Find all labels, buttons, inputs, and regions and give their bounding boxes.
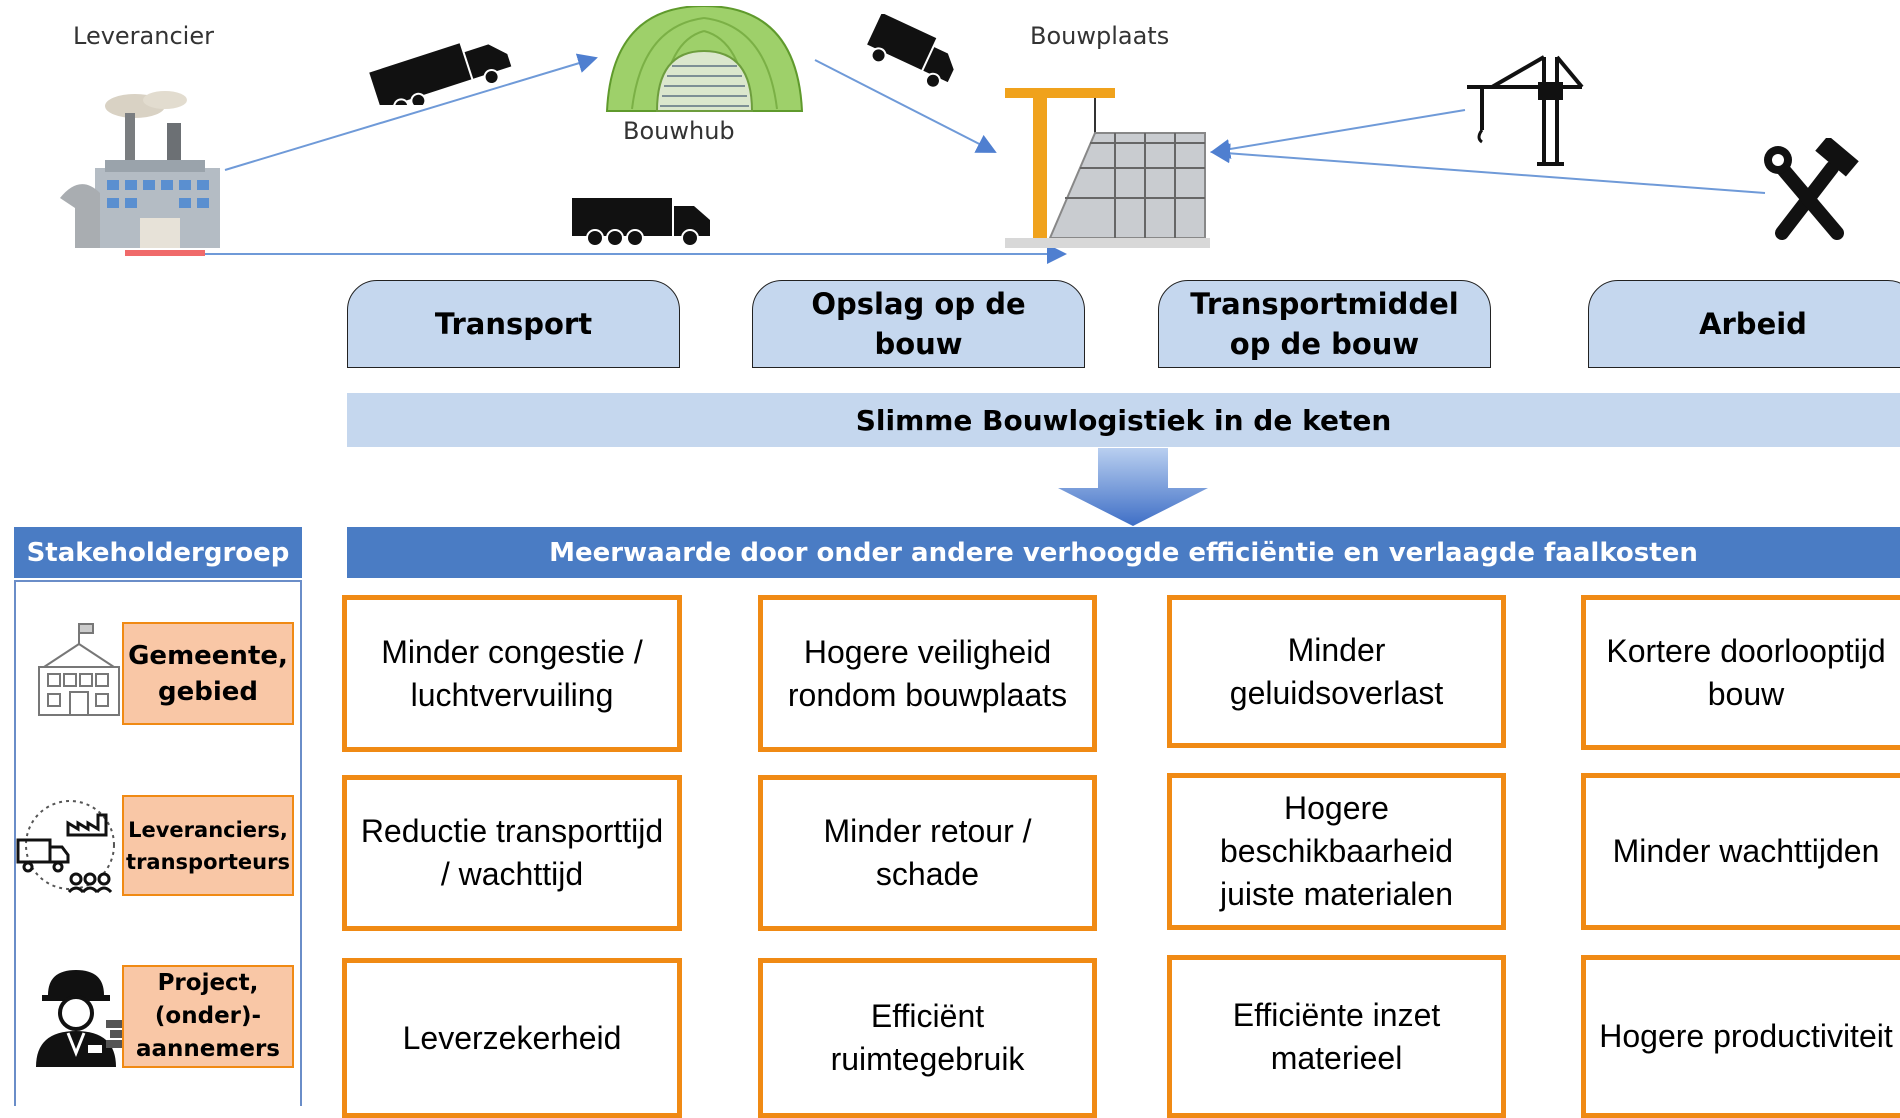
tab-transport[interactable]: Transport: [347, 280, 680, 368]
stakeholder-header: Stakeholdergroep: [14, 527, 302, 578]
stakeholder-gemeente: Gemeente, gebied: [122, 622, 294, 725]
truck-icon: [572, 198, 710, 247]
value-cell: Reductie transporttijd / wachttijd: [342, 775, 682, 931]
value-cell: Minder congestie / luchtvervuiling: [342, 595, 682, 752]
tools-to-site-line: [1210, 143, 1766, 194]
value-cell: Hogere productiviteit: [1581, 955, 1900, 1118]
hub-to-site-line: [814, 59, 997, 153]
town-hall-icon: [38, 623, 120, 716]
value-cell: Hogere beschikbaarheid juiste materialen: [1167, 773, 1506, 930]
value-cell: Minder geluidsoverlast: [1167, 595, 1506, 748]
supplier-label: Leverancier: [73, 22, 214, 50]
crane-to-site-line: [1210, 109, 1466, 159]
supplier-to-hub-line: [224, 53, 598, 171]
logistics-icon: [16, 800, 115, 894]
stakeholder-panel: [14, 580, 302, 1106]
tab-transportmiddel[interactable]: Transportmiddel op de bouw: [1158, 280, 1491, 368]
stakeholder-leveranciers: Leveranciers, transporteurs: [122, 795, 294, 896]
truck-icon: [369, 43, 512, 105]
value-cell: Hogere veiligheid rondom bouwplaats: [758, 595, 1097, 752]
tab-opslag[interactable]: Opslag op de bouw: [752, 280, 1085, 368]
value-cell: Minder retour / schade: [758, 775, 1097, 931]
worker-icon: [36, 970, 126, 1067]
stakeholder-project: Project, (onder)-aannemers: [122, 965, 294, 1068]
hub-label: Bouwhub: [623, 117, 735, 145]
factory-icon: [60, 91, 220, 256]
value-cell: Minder wachttijden: [1581, 773, 1900, 930]
value-cell: Kortere doorlooptijd bouw: [1581, 595, 1900, 750]
down-arrow-icon: [1058, 448, 1208, 526]
flow-lines: [140, 53, 1766, 264]
crane-icon: [1467, 55, 1584, 166]
value-cell: Efficiënt ruimtegebruik: [758, 958, 1097, 1118]
site-label: Bouwplaats: [1030, 22, 1170, 50]
chain-band: Slimme Bouwlogistiek in de keten: [347, 393, 1900, 447]
value-cell: Leverzekerheid: [342, 958, 682, 1118]
value-header: Meerwaarde door onder andere verhoogde e…: [347, 527, 1900, 578]
construction-site-icon: [1005, 88, 1210, 248]
value-cell: Efficiënte inzet materieel: [1167, 955, 1506, 1118]
truck-icon: [867, 14, 954, 89]
hangar-icon: [605, 6, 804, 112]
tab-arbeid[interactable]: Arbeid: [1588, 280, 1900, 368]
tools-icon: [1764, 138, 1859, 240]
